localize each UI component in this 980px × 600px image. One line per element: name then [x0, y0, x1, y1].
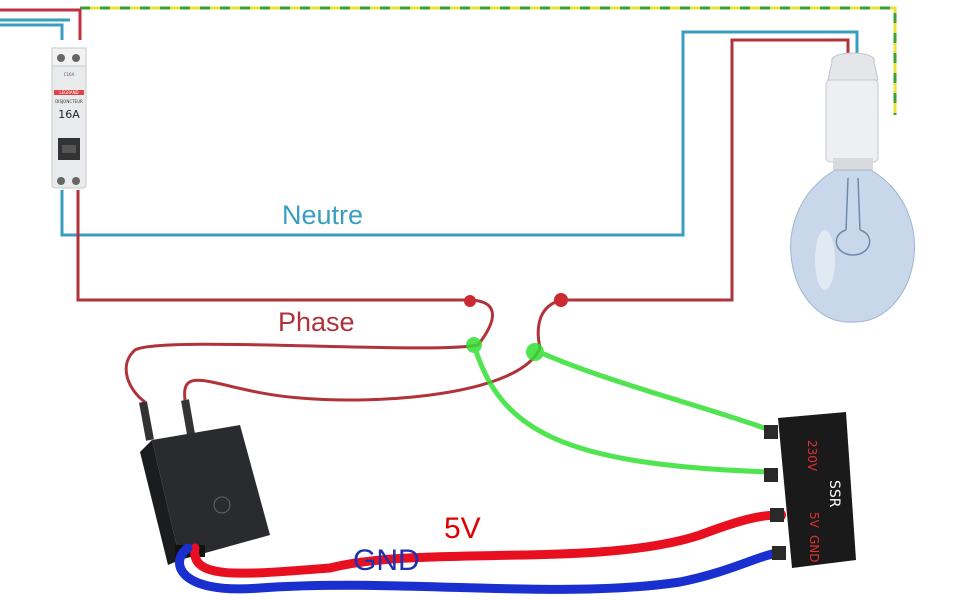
circuit-breaker: C16A LEGRAND DISJONCTEUR 16A: [51, 47, 87, 189]
earth-wire: [80, 6, 897, 115]
breaker-brand: LEGRAND: [59, 90, 78, 95]
breaker-model: C16A: [64, 72, 75, 77]
usb-charger: [139, 399, 270, 565]
ssr-load-wires: [466, 337, 771, 475]
ssr-5v-label: 5V: [807, 512, 821, 529]
v5-wire: [190, 509, 786, 578]
phase-label: Phase: [278, 307, 355, 337]
light-bulb: [790, 52, 915, 323]
solid-state-relay: 230V SSR 5V GND: [764, 412, 856, 568]
ssr-gnd-label: GND: [807, 535, 821, 563]
phase-junction-left: [464, 295, 476, 307]
gnd-label: GND: [353, 544, 420, 577]
breaker-type: DISJONCTEUR: [55, 99, 83, 104]
ssr-name: SSR: [826, 480, 842, 508]
neutral-wire: [0, 18, 859, 237]
phase-junction-right: [554, 293, 568, 307]
breaker-rating: 16A: [58, 108, 80, 121]
neutral-label: Neutre: [282, 200, 363, 230]
phase-wire: [0, 8, 850, 404]
ssr-230v-label: 230V: [805, 440, 819, 472]
v5-label: 5V: [444, 512, 481, 545]
